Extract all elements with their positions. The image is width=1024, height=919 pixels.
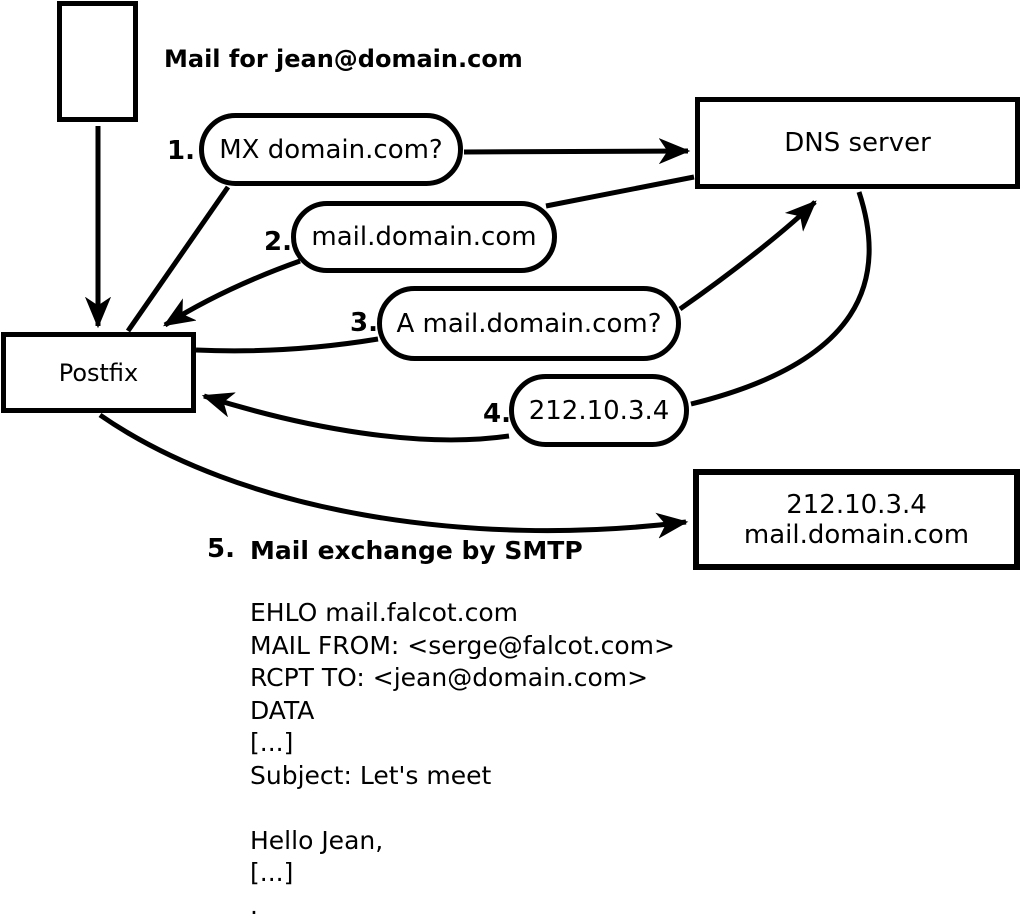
arrow-answer4-to-postfix [204,396,510,443]
step2-number: 2. [264,227,292,257]
query3-label: A mail.domain.com? [396,308,662,339]
mail-server-box: 212.10.3.4 mail.domain.com [693,469,1020,570]
line-postfix-to-query3 [195,336,379,354]
arrow-postfix-to-mailserver [98,412,686,531]
step5-label: Mail exchange by SMTP [250,536,583,565]
query3-pill: A mail.domain.com? [377,286,681,361]
smtp-session-text: EHLO mail.falcot.com MAIL FROM: <serge@f… [250,598,675,919]
arrow-query3-to-dns [678,200,817,312]
mail-server-hostname: mail.domain.com [743,519,970,550]
answer2-pill: mail.domain.com [291,201,557,273]
query1-label: MX domain.com? [219,134,443,165]
answer4-label: 212.10.3.4 [528,395,670,426]
postfix-box: Postfix [1,332,196,413]
line-dns-to-answer2 [545,174,695,209]
postfix-label: Postfix [58,358,139,387]
step5-number: 5. [207,534,235,564]
answer4-pill: 212.10.3.4 [509,374,689,447]
step4-number: 4. [483,399,511,429]
arrow-answer2-to-postfix [165,258,301,328]
step1-number: 1. [167,136,195,166]
answer2-label: mail.domain.com [311,222,537,252]
line-dns-to-answer4 [690,191,872,407]
line-postfix-to-query1 [125,185,231,333]
dns-server-label: DNS server [784,128,931,158]
diagram-title: Mail for jean@domain.com [164,45,523,73]
step3-number: 3. [350,308,378,338]
envelope-box [57,1,138,122]
arrow-query1-to-dns [463,151,688,152]
mail-server-ip: 212.10.3.4 [786,489,927,520]
query1-pill: MX domain.com? [199,113,463,186]
dns-server-box: DNS server [695,97,1020,189]
